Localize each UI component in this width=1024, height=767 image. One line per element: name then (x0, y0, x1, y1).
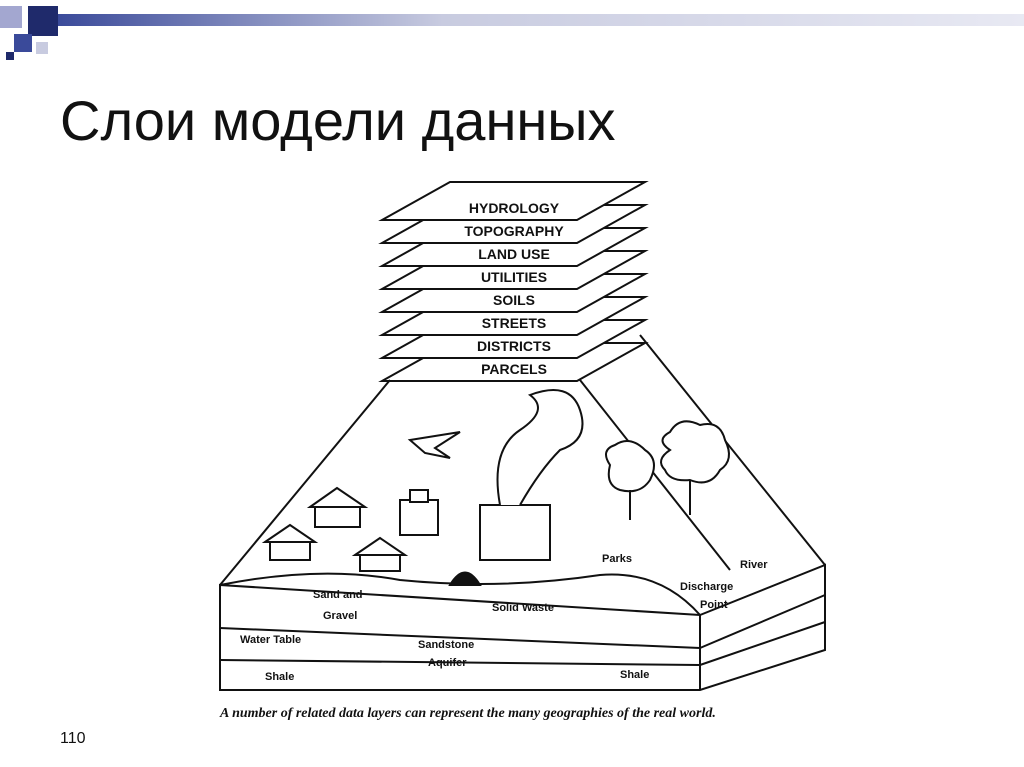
label-discharge-2: Point (700, 599, 728, 611)
label-discharge-1: Discharge (680, 581, 733, 593)
label-sand-gravel-2: Gravel (323, 610, 357, 622)
data-layers-diagram: PARCELS DISTRICTS STREETS SOILS UTILITIES LAN… (219, 181, 826, 691)
page-number: 110 (60, 730, 86, 747)
label-shale-left: Shale (265, 671, 294, 683)
airplane-icon (407, 431, 461, 459)
label-sandstone-2: Aquifer (428, 657, 467, 669)
label-sandstone-1: Sandstone (418, 639, 474, 651)
label-solid-waste: Solid Waste (492, 602, 554, 614)
layer-stack: PARCELS DISTRICTS STREETS SOILS UTILITIES LAN… (378, 181, 649, 382)
deco-square-2 (0, 6, 22, 28)
layer-sheet (378, 181, 649, 221)
layer-label-parcels: PARCELS (481, 361, 547, 377)
slide-title: Слои модели данных (60, 89, 616, 152)
factory (479, 389, 584, 561)
layer-label-streets: STREETS (482, 315, 547, 331)
header-decoration (0, 0, 1024, 60)
layer-label-hydrology: HYDROLOGY (469, 200, 560, 216)
deco-square-5 (6, 52, 14, 60)
label-shale-right: Shale (620, 669, 649, 681)
scene-labels: Sand and Gravel Solid Waste Parks River … (240, 553, 768, 683)
ground-block (219, 563, 826, 691)
deco-square-1 (28, 6, 58, 36)
diagram-caption: A number of related data layers can repr… (220, 706, 716, 721)
label-river: River (740, 559, 768, 571)
deco-square-3 (14, 34, 32, 52)
layer-label-districts: DISTRICTS (477, 338, 551, 354)
label-parks: Parks (602, 553, 632, 565)
deco-square-4 (36, 42, 48, 54)
header-bar (55, 14, 1024, 26)
trees (605, 420, 730, 520)
layer-label-soils: SOILS (493, 292, 535, 308)
label-sand-gravel-1: Sand and (313, 589, 363, 601)
solid-waste-icon (448, 571, 482, 586)
houses (261, 486, 439, 572)
pyramid-lines (219, 334, 826, 586)
label-water-table: Water Table (240, 634, 301, 646)
layer-label-land-use: LAND USE (478, 246, 550, 262)
layer-label-utilities: UTILITIES (481, 269, 547, 285)
layer-label-topography: TOPOGRAPHY (464, 223, 564, 239)
